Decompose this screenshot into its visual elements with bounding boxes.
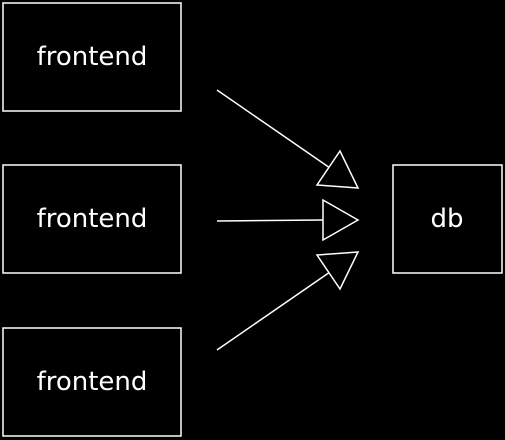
arrowhead-2-icon <box>322 198 360 242</box>
arrowhead-1-icon <box>315 149 360 189</box>
node-frontend-2: frontend <box>2 164 182 274</box>
edge-frontend-1-line <box>216 89 331 169</box>
edge-frontend-2-to-db <box>216 198 360 242</box>
edge-frontend-2-line <box>216 219 324 222</box>
node-frontend-3-label: frontend <box>37 367 148 397</box>
node-frontend-3-box <box>2 327 182 437</box>
node-frontend-2-label: frontend <box>37 204 148 234</box>
node-db-box <box>392 164 503 274</box>
edge-frontend-3-to-db <box>216 251 360 351</box>
node-db-label: db <box>430 204 463 234</box>
edge-frontend-3-line <box>216 271 331 351</box>
edge-frontend-1-to-db <box>216 89 360 189</box>
node-frontend-1-box <box>2 2 182 112</box>
node-db: db <box>392 164 503 274</box>
node-frontend-2-box <box>2 164 182 274</box>
node-frontend-1: frontend <box>2 2 182 112</box>
node-frontend-1-label: frontend <box>37 42 148 72</box>
arrowhead-3-icon <box>315 251 360 291</box>
node-frontend-3: frontend <box>2 327 182 437</box>
